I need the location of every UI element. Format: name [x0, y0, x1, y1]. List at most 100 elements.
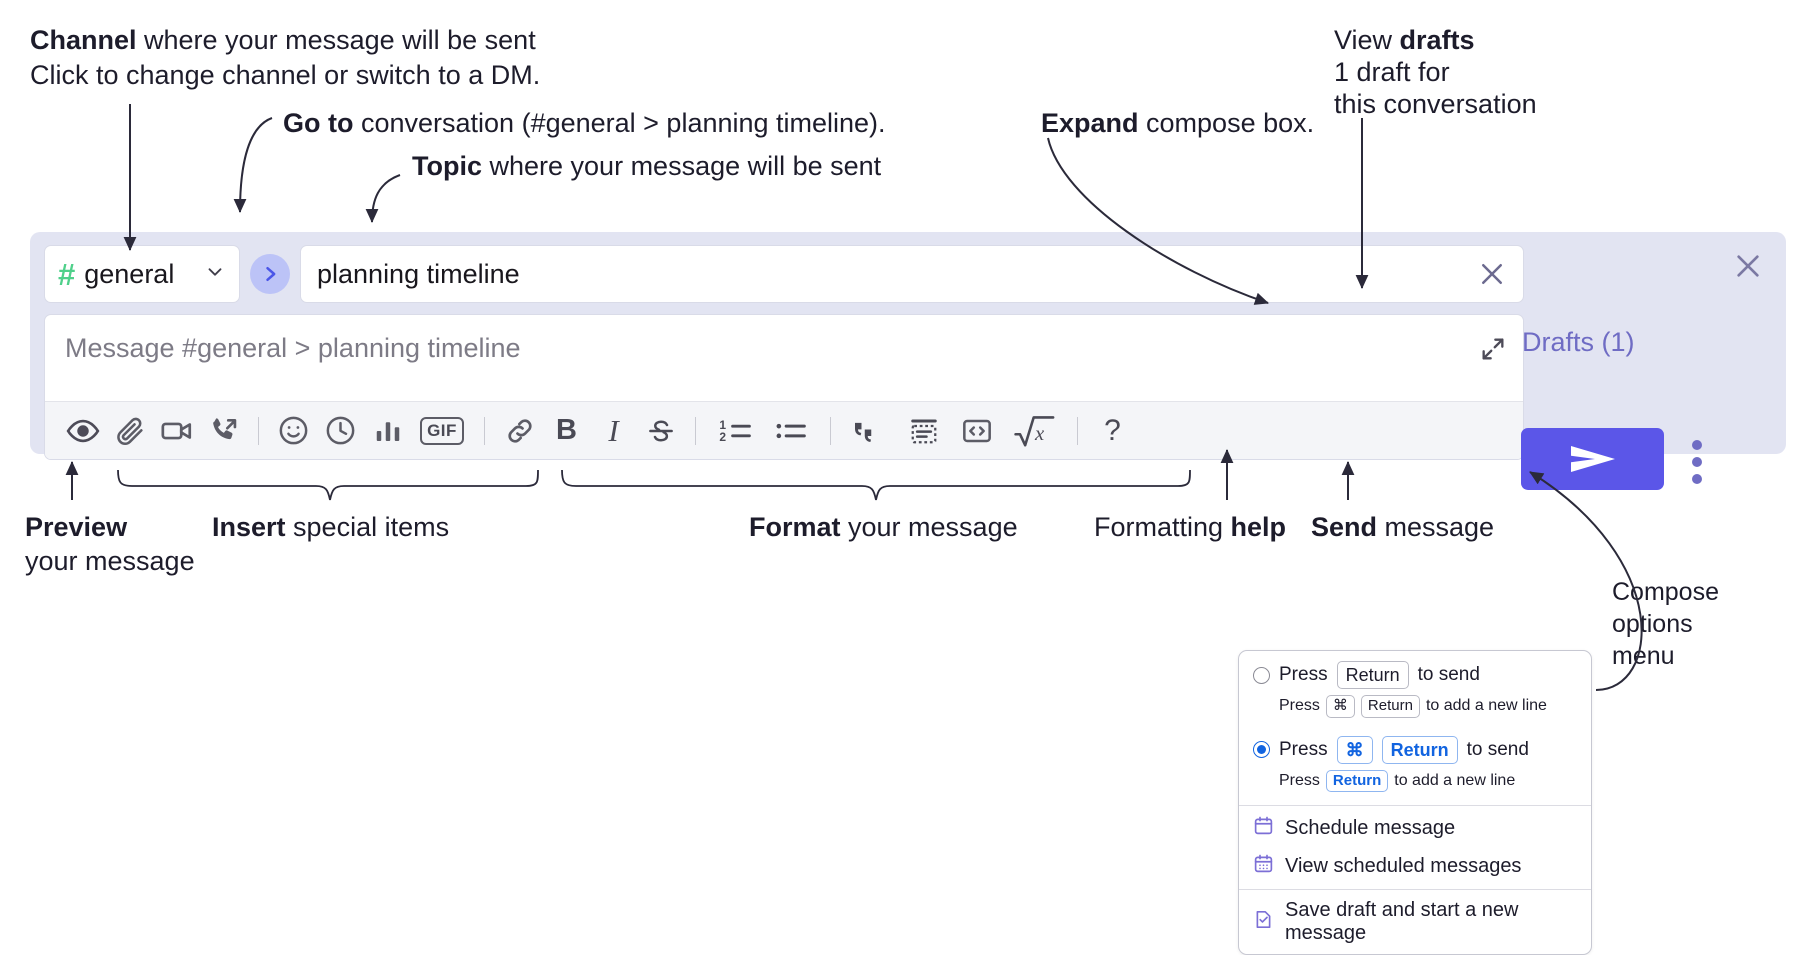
key-command: ⌘: [1325, 695, 1355, 718]
go-to-conversation-button[interactable]: [250, 254, 290, 294]
menu-item-label: View scheduled messages: [1285, 855, 1522, 878]
send-option-cmd-return-hint: Press Return to add a new line: [1279, 769, 1577, 793]
close-icon[interactable]: [1732, 250, 1764, 287]
annotation-compose-options-2: options: [1612, 610, 1693, 638]
ordered-list-icon[interactable]: 1 2: [707, 409, 763, 453]
radio-return[interactable]: [1253, 666, 1270, 684]
annotation-drafts-sub1: 1 draft for: [1334, 57, 1450, 87]
annotation-help: Formatting help: [1094, 511, 1286, 544]
annotation-insert: Insert special items: [212, 511, 449, 544]
italic-label: I: [608, 413, 619, 448]
code-block-icon[interactable]: [898, 409, 950, 453]
key-return: Return: [1360, 695, 1420, 718]
option2-sub-pre: Press: [1279, 771, 1320, 789]
channel-selector[interactable]: # general: [44, 245, 240, 303]
gif-icon[interactable]: GIF: [411, 409, 473, 453]
calendar-grid-icon: [1253, 853, 1274, 880]
math-icon[interactable]: x: [1004, 409, 1066, 453]
send-option-cmd-return-row[interactable]: Press ⌘ Return to send: [1253, 735, 1577, 764]
radio-cmd-return[interactable]: [1253, 741, 1270, 759]
svg-text:1: 1: [719, 418, 726, 432]
message-input[interactable]: Message #general > planning timeline: [45, 315, 1523, 401]
calendar-icon: [1253, 815, 1274, 842]
annotation-format: Format your message: [749, 511, 1018, 544]
option1-sub-pre: Press: [1279, 697, 1320, 715]
preview-icon[interactable]: [59, 409, 106, 453]
bulleted-list-icon[interactable]: [763, 409, 819, 453]
annotation-help-bold: help: [1230, 512, 1287, 542]
video-icon[interactable]: [153, 409, 200, 453]
annotation-goto: Go to conversation (#general > planning …: [283, 107, 886, 140]
menu-item-save-draft[interactable]: Save draft and start a new message: [1239, 890, 1591, 954]
hash-icon: #: [58, 256, 76, 292]
compose-options-menu: Press Return to send Press ⌘ Return to a…: [1238, 650, 1592, 955]
emoji-icon[interactable]: [270, 409, 317, 453]
annotation-topic: Topic where your message will be sent: [412, 150, 881, 183]
annotation-goto-rest: conversation (#general > planning timeli…: [353, 108, 886, 138]
chevron-right-icon: [266, 266, 276, 282]
toolbar-divider: [484, 416, 485, 445]
expand-icon[interactable]: [1479, 335, 1507, 368]
help-icon[interactable]: ?: [1089, 409, 1136, 453]
toolbar-divider: [1077, 416, 1078, 445]
compose-header-row: # general planning timeline: [44, 245, 1524, 303]
annotation-insert-rest: special items: [285, 512, 450, 542]
annotation-preview-sub: your message: [25, 546, 195, 576]
attach-icon[interactable]: [106, 409, 153, 453]
topic-field[interactable]: planning timeline: [300, 245, 1524, 303]
compose-options-button[interactable]: [1692, 440, 1702, 484]
save-draft-icon: [1253, 909, 1274, 936]
send-option-cmd-return[interactable]: Press ⌘ Return to send Press Return to a…: [1239, 726, 1591, 806]
key-command: ⌘: [1336, 735, 1373, 764]
toolbar-divider: [830, 416, 831, 445]
menu-item-label: Save draft and start a new message: [1285, 899, 1519, 945]
send-option-return-hint: Press ⌘ Return to add a new line: [1279, 695, 1577, 718]
message-box: Message #general > planning timeline: [44, 314, 1524, 460]
annotation-insert-bold: Insert: [212, 512, 286, 542]
svg-text:x: x: [1034, 423, 1045, 445]
compose-card: # general planning timeline Message #gen…: [30, 232, 1786, 460]
italic-button[interactable]: I: [590, 409, 637, 453]
annotation-channel: Channel where your message will be sent: [30, 24, 536, 57]
annotation-drafts-sub2: this conversation: [1334, 89, 1537, 119]
annotation-help-plain: Formatting: [1094, 512, 1231, 542]
menu-divider: [1239, 889, 1591, 891]
inline-code-icon[interactable]: [950, 409, 1004, 453]
menu-item-schedule-message[interactable]: Schedule message: [1239, 806, 1591, 851]
annotation-goto-bold: Go to: [283, 108, 354, 138]
send-button[interactable]: [1521, 428, 1664, 490]
blockquote-icon[interactable]: [842, 409, 898, 453]
send-option-return-row[interactable]: Press Return to send: [1253, 661, 1577, 690]
annotation-drafts-bold: drafts: [1399, 25, 1475, 55]
poll-icon[interactable]: [364, 409, 411, 453]
bold-label: B: [556, 414, 577, 446]
kebab-dot: [1692, 474, 1702, 484]
svg-text:2: 2: [719, 430, 726, 444]
annotation-drafts-prefix: View: [1334, 25, 1400, 55]
help-label: ?: [1104, 413, 1121, 447]
drafts-link[interactable]: Drafts (1): [1522, 327, 1635, 357]
option1-post: to send: [1417, 664, 1480, 686]
bold-button[interactable]: B: [543, 409, 590, 453]
annotation-topic-bold: Topic: [412, 151, 482, 181]
menu-item-label: Schedule message: [1285, 817, 1456, 840]
annotation-expand: Expand compose box.: [1041, 107, 1314, 140]
send-option-return[interactable]: Press Return to send Press ⌘ Return to a…: [1239, 651, 1591, 726]
close-icon[interactable]: [1469, 259, 1507, 289]
annotation-send: Send message: [1311, 511, 1494, 544]
menu-divider: [1239, 805, 1591, 807]
strikethrough-button[interactable]: [637, 409, 684, 453]
link-icon[interactable]: [496, 409, 543, 453]
option1-pre: Press: [1279, 664, 1328, 686]
menu-item-view-scheduled[interactable]: View scheduled messages: [1239, 851, 1591, 889]
message-placeholder: Message #general > planning timeline: [65, 333, 521, 363]
annotation-send-bold: Send: [1311, 512, 1378, 542]
chevron-down-icon: [204, 261, 226, 288]
annotation-channel-bold: Channel: [30, 25, 137, 55]
reminder-icon[interactable]: [317, 409, 364, 453]
option1-sub-post: to add a new line: [1425, 697, 1547, 715]
call-icon[interactable]: [200, 409, 247, 453]
annotation-compose-options-3: menu: [1612, 642, 1675, 670]
annotation-expand-rest: compose box.: [1138, 108, 1315, 138]
kebab-dot: [1692, 457, 1702, 467]
